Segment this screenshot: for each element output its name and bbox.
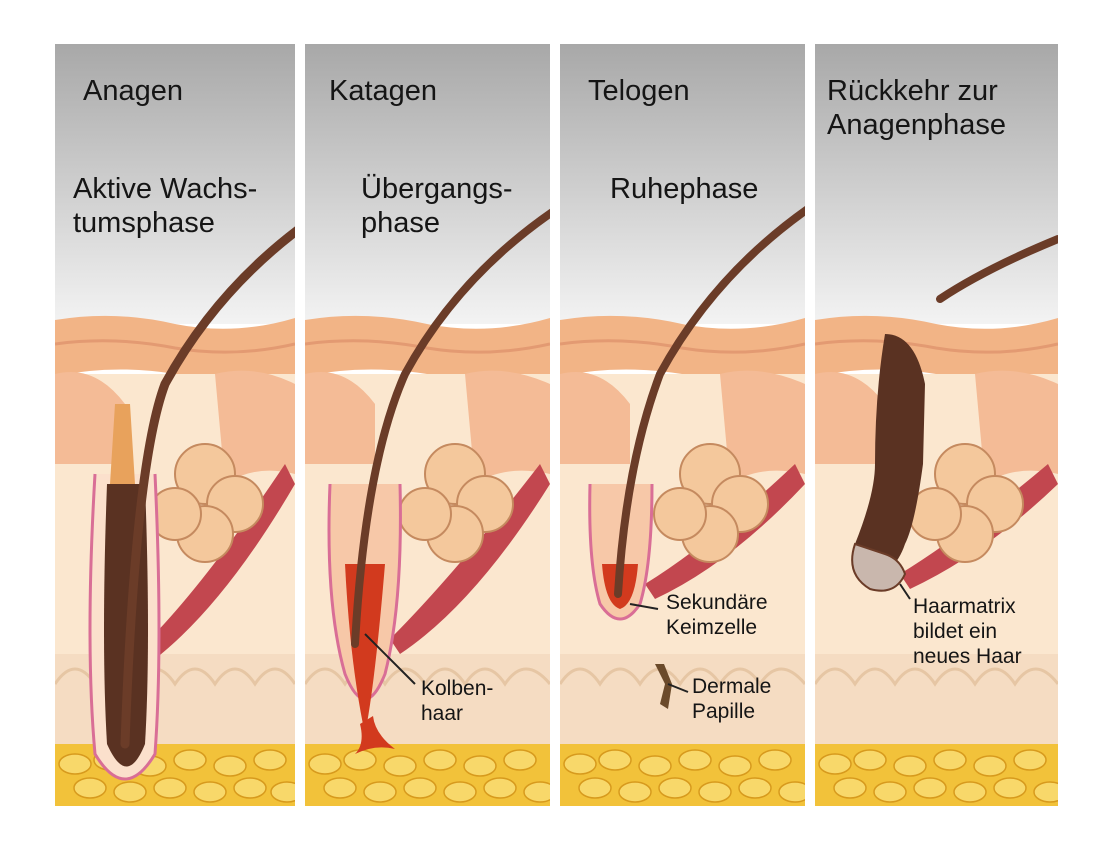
- panel-rueckkehr: Rückkehr zur Anagenphase Haarmatrix bild…: [815, 44, 1058, 806]
- anagen-illustration: [55, 44, 295, 806]
- rueckkehr-illustration: [815, 44, 1058, 806]
- divider-2: [550, 44, 560, 806]
- divider-3: [805, 44, 815, 806]
- phase-title-katagen: Katagen: [329, 75, 438, 107]
- phase-subtitle-katagen: Übergangs- phase: [361, 173, 513, 239]
- katagen-illustration: [305, 44, 550, 806]
- panel-anagen: Anagen Aktive Wachs- tumsphase: [55, 44, 295, 806]
- phase-subtitle-telogen: Ruhephase: [610, 173, 759, 205]
- panel-katagen: Katagen Übergangs- phase Kolben- haar: [305, 44, 550, 806]
- panel-telogen: Telogen Ruhephase Sekundäre Keimzelle De…: [560, 44, 805, 806]
- label-sekundaere-keimzelle: Sekundäre Keimzelle: [666, 591, 768, 639]
- telogen-illustration: [560, 44, 805, 806]
- phase-title-rueckkehr: Rückkehr zur Anagenphase: [827, 75, 1006, 141]
- phase-subtitle-anagen: Aktive Wachs- tumsphase: [73, 173, 258, 239]
- phase-title-telogen: Telogen: [588, 75, 690, 107]
- label-dermale-papille: Dermale Papille: [692, 675, 772, 723]
- label-haarmatrix: Haarmatrix bildet ein neues Haar: [913, 595, 1022, 668]
- divider-1: [295, 44, 305, 806]
- label-kolbenhaar: Kolben- haar: [421, 677, 494, 725]
- phase-title-anagen: Anagen: [83, 75, 183, 107]
